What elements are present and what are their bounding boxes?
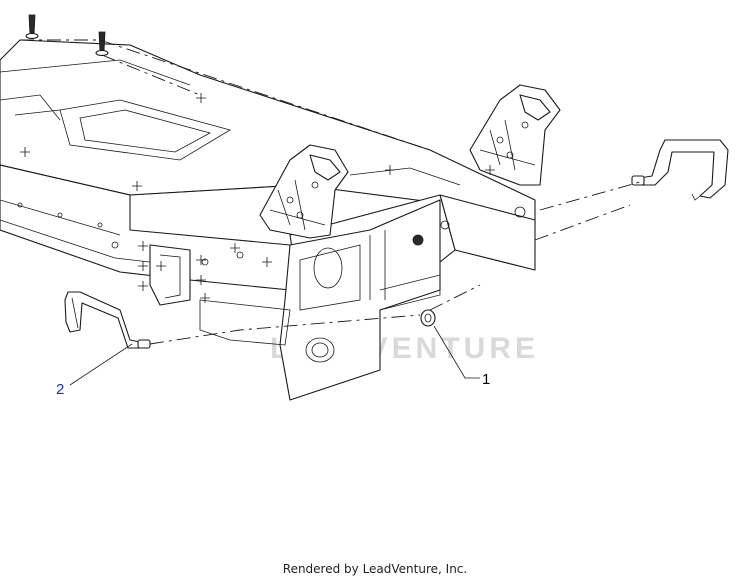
footer-credit: Rendered by LeadVenture, Inc. — [282, 562, 468, 576]
hitch-pin-left — [64, 291, 151, 349]
hole-markers — [20, 93, 495, 303]
hitch-pin-right — [631, 139, 729, 201]
callout-2: 2 — [56, 343, 133, 398]
callout-number-1: 1 — [482, 371, 490, 388]
assembly-centerlines — [20, 39, 641, 345]
hitch-hook-right — [469, 84, 561, 186]
screw-top-center — [95, 31, 109, 57]
center-bracket — [199, 199, 441, 401]
hitch-hook-left — [259, 144, 349, 239]
left-bracket — [149, 244, 191, 306]
screw-top-left — [25, 14, 39, 40]
callout-1: 1 — [433, 325, 490, 388]
callout-number-2: 2 — [56, 381, 64, 398]
washer-part-1 — [420, 309, 436, 327]
